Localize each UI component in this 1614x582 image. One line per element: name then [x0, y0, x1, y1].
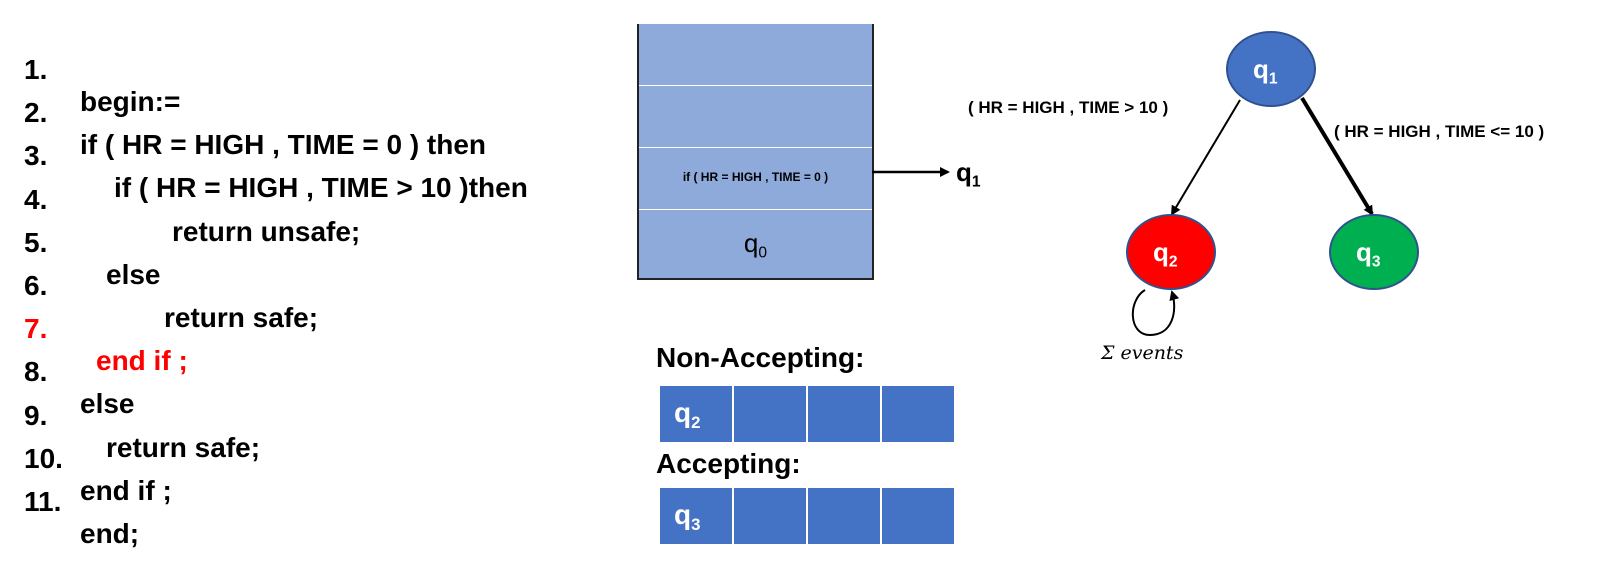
code-line-7: 7. end if ; [24, 281, 188, 409]
line-text: begin:= [80, 86, 181, 117]
line-number: 1. [24, 54, 48, 85]
stack-cell-empty [639, 24, 872, 86]
line-text: else [80, 388, 135, 419]
line-text: if ( HR = HIGH , TIME > 10 )then [114, 172, 528, 203]
state-q1 [1226, 31, 1316, 107]
edge-q1-q2-arrow [1170, 99, 1241, 216]
state-q2 [1126, 214, 1216, 290]
code-line-2: 2. if ( HR = HIGH , TIME = 0 ) then [24, 65, 486, 193]
non-accepting-title: Non-Accepting: [656, 342, 865, 373]
self-loop-arrow [1131, 289, 1180, 337]
code-line-11: 11. end; [24, 454, 139, 582]
automaton-diagram [872, 31, 1419, 337]
line-text: return unsafe; [172, 216, 361, 247]
code-line-3: 3. if ( HR = HIGH , TIME > 10 )then [24, 108, 528, 236]
line-text: return safe; [106, 432, 261, 463]
non-accepting-table: q2 [660, 386, 956, 442]
non-accepting-cell [808, 386, 880, 442]
line-text: else [106, 259, 161, 290]
code-line-10: 10. end if ; [24, 411, 172, 539]
accepting-cell: q3 [660, 488, 732, 544]
line-text: end if ; [96, 345, 188, 376]
stack-cell-empty [639, 86, 872, 148]
state-q3-label: q3 [1356, 237, 1381, 271]
line-text: if ( HR = HIGH , TIME = 0 ) then [80, 129, 487, 160]
state-q1-circle [1226, 31, 1316, 107]
state-q2-circle [1126, 214, 1216, 290]
edge-q1-q2-label: ( HR = HIGH , TIME > 10 ) [968, 98, 1169, 117]
code-line-5: 5. else [24, 195, 161, 323]
line-number: 6. [24, 270, 48, 301]
accepting-title: Accepting: [656, 448, 801, 479]
stack-pointer-label: q1 [956, 157, 981, 191]
state-q1-label: q1 [1253, 54, 1278, 88]
accepting-table: q3 [660, 488, 956, 544]
stack-condition-text: if ( HR = HIGH , TIME = 0 ) [682, 170, 829, 184]
accepting-cell [734, 488, 806, 544]
line-text: return safe; [164, 302, 319, 333]
accepting-cell [808, 488, 880, 544]
state-stack: if ( HR = HIGH , TIME = 0 ) q0 [637, 24, 874, 280]
accepting-cell-label: q3 [674, 499, 701, 534]
state-q2-label: q2 [1153, 237, 1178, 271]
code-line-6: 6. return safe; [24, 238, 318, 366]
stack-q0-label: q0 [743, 228, 768, 262]
line-text: end if ; [80, 475, 172, 506]
code-line-4: 4. return unsafe; [24, 152, 360, 280]
non-accepting-cell [882, 386, 954, 442]
line-text: end; [80, 518, 140, 549]
state-q3 [1329, 214, 1419, 290]
line-number: 7. [24, 313, 48, 344]
line-number: 3. [24, 140, 48, 171]
line-number: 5. [24, 227, 48, 258]
code-line-1: 1. begin:= [24, 22, 180, 150]
non-accepting-cell: q2 [660, 386, 732, 442]
line-number: 10. [24, 443, 63, 474]
code-line-8: 8. else [24, 324, 135, 452]
code-line-9: 9. return safe; [24, 368, 260, 496]
line-number: 2. [24, 97, 48, 128]
line-number: 8. [24, 356, 48, 387]
self-loop-label: Σ events [1101, 342, 1184, 364]
stack-cell-condition: if ( HR = HIGH , TIME = 0 ) [639, 148, 872, 210]
state-q3-circle [1329, 214, 1419, 290]
edge-q1-q3-arrow [1300, 96, 1374, 216]
stack-cell-q0: q0 [639, 210, 872, 278]
line-number: 4. [24, 184, 48, 215]
non-accepting-cell-label: q2 [674, 397, 701, 432]
line-number: 9. [24, 400, 48, 431]
non-accepting-cell [734, 386, 806, 442]
line-number: 11. [24, 486, 62, 517]
accepting-cell [882, 488, 954, 544]
edge-q1-q3-label: ( HR = HIGH , TIME <= 10 ) [1334, 122, 1545, 141]
